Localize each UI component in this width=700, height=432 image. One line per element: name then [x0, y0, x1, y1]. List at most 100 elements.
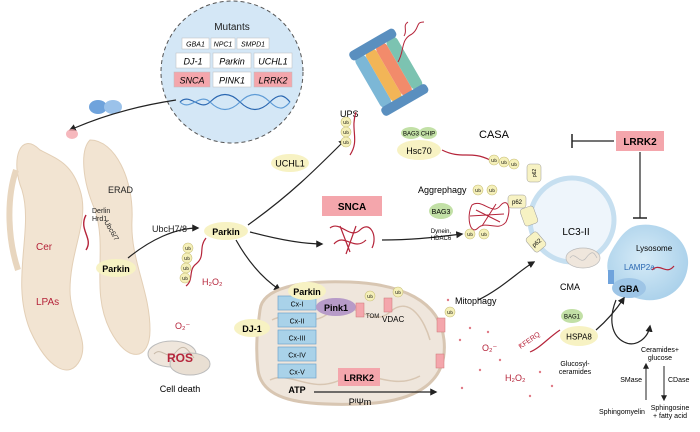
ubiquitin	[478, 228, 490, 240]
lc3-label: LC3-II	[562, 227, 589, 238]
proteasome-icon	[349, 28, 429, 116]
cma-label: CMA	[560, 282, 580, 292]
snca-box	[322, 196, 382, 216]
dj1-label: DJ-1	[242, 324, 262, 334]
smase-label: SMase	[620, 377, 642, 384]
aggrephagy-bag3	[429, 203, 453, 219]
mito-parkin-label: Parkin	[293, 287, 321, 297]
svg-text:Cx-IV: Cx-IV	[288, 353, 306, 360]
o2-left: O₂⁻	[175, 321, 190, 331]
lysosome-label: Lysosome	[636, 244, 673, 253]
ups-label: UPS	[340, 109, 359, 119]
mutants-title: Mutants	[214, 22, 250, 33]
ros-dots	[446, 298, 554, 398]
gene-parkin: Parkin	[219, 57, 245, 67]
cdase-label: CDase	[668, 377, 690, 384]
damaged-mitochondria-icon	[147, 340, 211, 376]
lrrk2-mito-box	[338, 368, 380, 386]
pink1	[316, 298, 356, 316]
gene-npc1: NPC1	[214, 42, 233, 49]
hspa8-label: HSPA8	[566, 333, 592, 342]
atp-label: ATP	[288, 385, 305, 395]
svg-text:Cx-II: Cx-II	[290, 319, 305, 326]
tom-label: TOM	[366, 314, 379, 320]
ubiquitin	[472, 184, 484, 196]
ubiquitin-label: Ub	[511, 162, 517, 167]
gene-snca: SNCA	[179, 76, 204, 86]
autophagosome	[527, 175, 617, 265]
ub-outer: Ub	[444, 306, 456, 318]
lpas-label: LPAs	[36, 297, 59, 308]
ubiquitin	[444, 306, 456, 318]
mitophagy-label: Mitophagy	[455, 296, 497, 306]
complex-iii	[277, 329, 317, 345]
arrow-mutants-to-er	[68, 99, 177, 131]
er-parkin-label: Parkin	[102, 264, 130, 274]
ubiquitin-label: Ub	[184, 256, 190, 261]
ubiquitin-label: Ub	[183, 266, 189, 271]
ubiquitin-label: Ub	[343, 140, 349, 145]
dna-helix-icon	[179, 93, 291, 111]
gene-pink1: PINK1	[219, 76, 245, 86]
svg-text:Cx-I: Cx-I	[291, 302, 304, 309]
hsc70	[397, 140, 441, 160]
ubiquitin-label: Ub	[489, 188, 495, 193]
gene-uchl1: UCHL1	[258, 57, 288, 67]
p62-inner	[519, 205, 539, 227]
hspa8	[560, 326, 598, 346]
gene-gba1: GBA1	[186, 42, 205, 49]
aggrephagy-label: Aggrephagy	[418, 185, 467, 195]
cell-death-label: Cell death	[160, 384, 201, 394]
complex-ii	[277, 312, 317, 328]
h2o2-left: H₂O₂	[202, 277, 223, 287]
svg-text:p62: p62	[512, 200, 523, 206]
vdac-channel	[383, 297, 393, 313]
lamp2a-label: LAMP2a	[624, 263, 655, 272]
ubiquitin-label: Ub	[395, 290, 401, 295]
central-parkin	[204, 222, 248, 240]
ubiquitin	[179, 272, 191, 284]
gene-smpd1: SMPD1	[241, 42, 265, 49]
ubiquitin-label: Ub	[475, 188, 481, 193]
erad-label: ERAD	[108, 185, 134, 195]
central-parkin-label: Parkin	[212, 227, 240, 237]
lrrk2-mito-label: LRRK2	[344, 373, 374, 383]
p62-top: p62	[526, 163, 542, 183]
mutants-panel: Mutants GBA1 NPC1 SMPD1 DJ-1 Parkin UCHL…	[160, 0, 304, 144]
uchl1	[271, 154, 309, 172]
casa-label: CASA	[479, 129, 510, 141]
cma-bag1	[561, 309, 583, 323]
aggrephagy-bag3-label: BAG3	[432, 209, 451, 216]
gene-row-2: SNCA PINK1 LRRK2	[173, 71, 293, 88]
lrrk2-right-box	[616, 131, 664, 151]
arrow-er-to-parkin	[127, 224, 200, 259]
ubch78-label: UbcH7/8	[152, 224, 187, 234]
svg-text:p62: p62	[532, 169, 538, 178]
ubiquitin-label: Ub	[467, 232, 473, 237]
ubiquitin	[508, 158, 520, 170]
p62-middle: p62	[507, 194, 527, 209]
arrow-mitophagy	[477, 261, 536, 301]
er-parkin	[96, 259, 136, 277]
mito-parkin	[288, 282, 326, 300]
ub-vdac: Ub	[392, 286, 404, 298]
ubiquitin-label: Ub	[367, 294, 373, 299]
psi-label: PᴵΨm	[349, 397, 372, 407]
ubiquitin	[486, 184, 498, 196]
ubiquitin-label: Ub	[343, 130, 349, 135]
dynein-label: Dynein,HDAC6	[431, 229, 452, 242]
ros-label: ROS	[167, 351, 193, 365]
gba	[612, 278, 646, 298]
ubiquitin	[340, 136, 352, 148]
dj1	[234, 319, 270, 337]
casa-chip-label: CHIP	[421, 132, 435, 138]
ubiquitin	[392, 286, 404, 298]
ub-tom: Ub	[364, 290, 376, 302]
ubiquitin-label: Ub	[501, 160, 507, 165]
